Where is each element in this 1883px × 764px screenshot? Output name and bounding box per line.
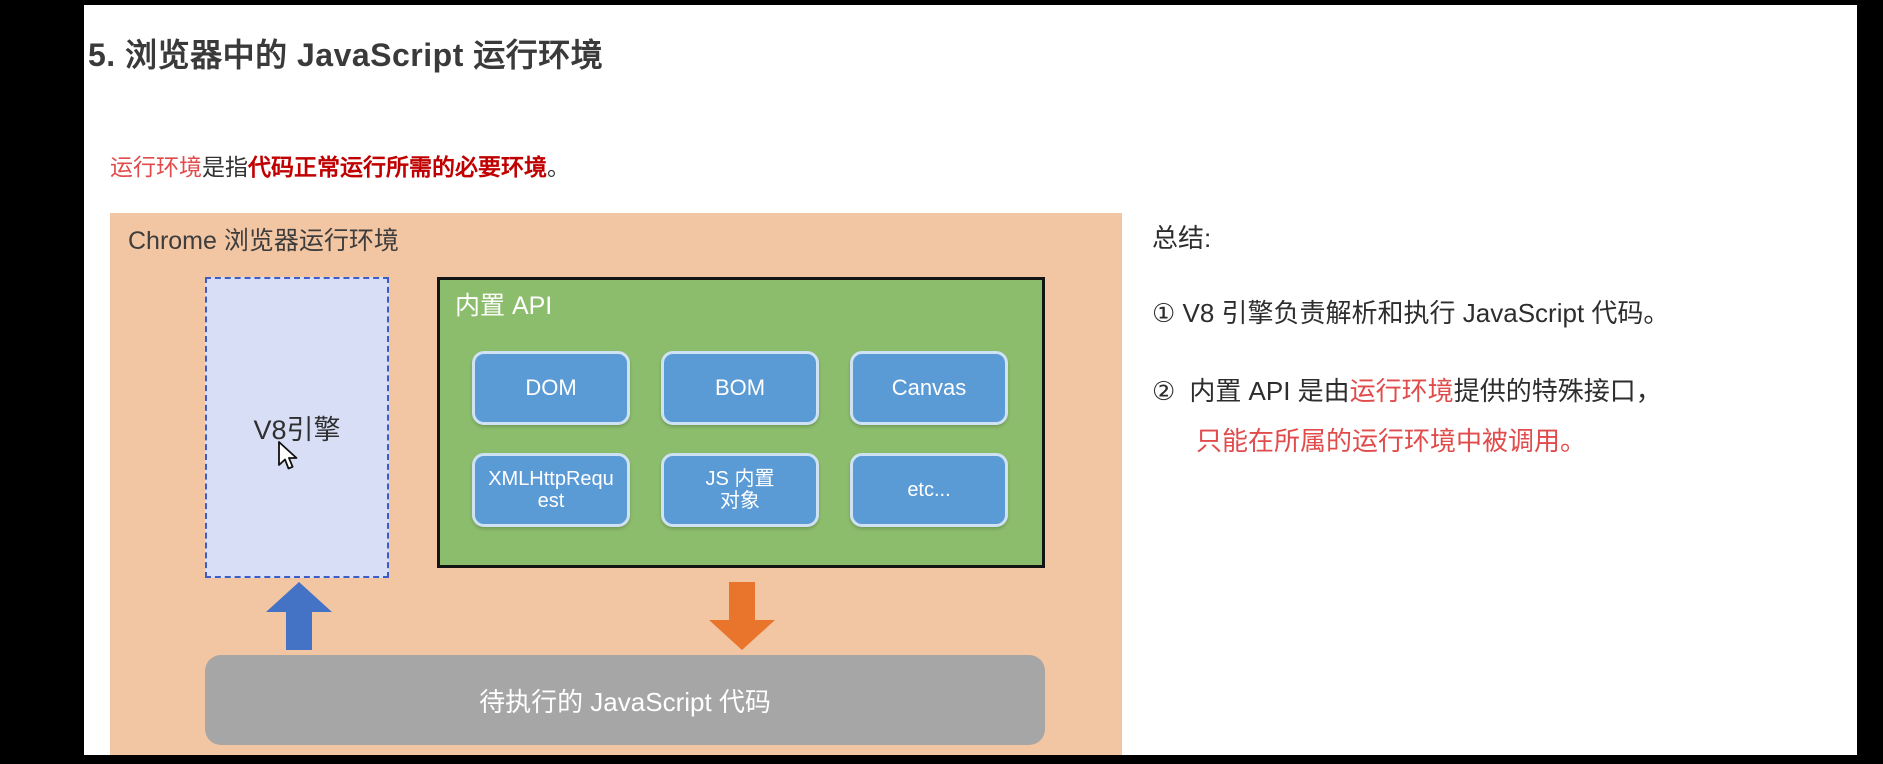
builtin-api-panel: 内置 API DOM BOM Canvas XMLHttpRequest JS … xyxy=(437,277,1045,568)
summary-item-2-part-1: 内置 API 是由 xyxy=(1189,376,1350,406)
summary-item-2-line-1: ② 内置 API 是由运行环境提供的特殊接口， xyxy=(1152,366,1662,416)
v8-engine-box: V8引擎 xyxy=(205,277,389,578)
chrome-runtime-diagram: Chrome 浏览器运行环境 V8引擎 内置 API DOM BOM Canva… xyxy=(110,213,1122,755)
summary-heading: 总结: xyxy=(1152,223,1212,253)
api-item-canvas: Canvas xyxy=(850,351,1008,425)
summary-item-2-marker: ② xyxy=(1152,376,1176,406)
summary-item-1: ① V8 引擎负责解析和执行 JavaScript 代码。 xyxy=(1152,298,1670,328)
summary-item-2-red-term: 运行环境 xyxy=(1349,376,1454,406)
intro-line: 运行环境是指代码正常运行所需的必要环境。 xyxy=(110,148,570,182)
api-grid: DOM BOM Canvas XMLHttpRequest JS 内置 对象 e… xyxy=(472,351,1008,527)
summary-item-2: ② 内置 API 是由运行环境提供的特殊接口， 只能在所属的运行环境中被调用。 xyxy=(1152,366,1662,466)
intro-red-bold: 代码正常运行所需的必要环境 xyxy=(248,154,547,180)
api-item-js-builtin-objects: JS 内置 对象 xyxy=(661,453,819,527)
intro-plain-mid: 是指 xyxy=(202,154,248,180)
intro-tail: 。 xyxy=(547,154,570,180)
summary-item-2-part-2: 提供的特殊接口， xyxy=(1453,376,1662,406)
js-code-bar: 待执行的 JavaScript 代码 xyxy=(205,655,1045,745)
slide: 5. 浏览器中的 JavaScript 运行环境 运行环境是指代码正常运行所需的… xyxy=(84,5,1857,755)
v8-engine-label: V8引擎 xyxy=(253,415,341,445)
page-title: 5. 浏览器中的 JavaScript 运行环境 xyxy=(88,37,604,73)
api-item-bom: BOM xyxy=(661,351,819,425)
mouse-cursor-icon xyxy=(278,441,298,470)
up-arrow-icon xyxy=(266,582,332,650)
intro-red-lead: 运行环境 xyxy=(110,154,202,180)
summary-item-2-line-2: 只能在所属的运行环境中被调用。 xyxy=(1196,426,1587,456)
api-item-xmlhttprequest: XMLHttpRequest xyxy=(472,453,630,527)
down-arrow-icon xyxy=(709,582,775,650)
builtin-api-label: 内置 API xyxy=(455,292,553,320)
api-item-etc: etc... xyxy=(850,453,1008,527)
diagram-title: Chrome 浏览器运行环境 xyxy=(128,227,399,255)
api-item-dom: DOM xyxy=(472,351,630,425)
